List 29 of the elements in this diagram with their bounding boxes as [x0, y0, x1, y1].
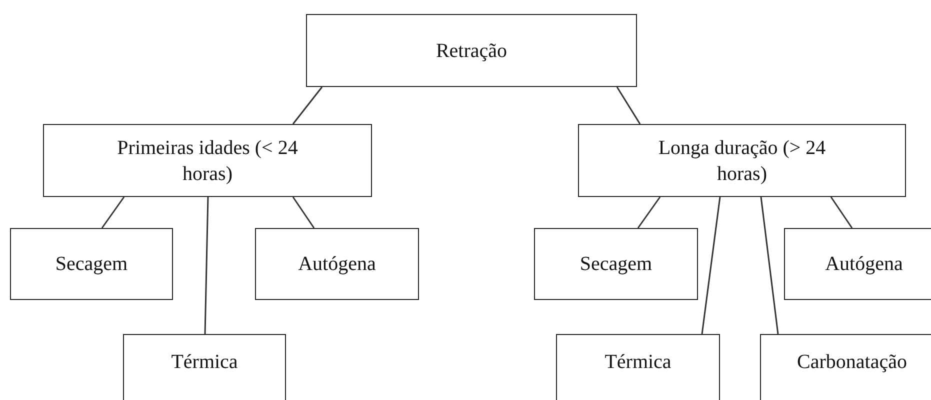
- connector-line: [701, 196, 721, 334]
- category-box: [43, 124, 372, 197]
- category-label: Térmica: [170, 350, 239, 375]
- connector-line: [830, 196, 853, 228]
- category-box: [306, 14, 637, 87]
- category-label: Longa duração (> 24 horas): [657, 136, 827, 186]
- category-box: [784, 228, 931, 300]
- category-label: Autógena: [297, 252, 377, 277]
- category-box: [534, 228, 698, 300]
- category-label: Autógena: [824, 252, 904, 277]
- category-box: [760, 334, 931, 400]
- category-label: Primeiras idades (< 24 horas): [116, 136, 299, 186]
- connector-line: [204, 196, 209, 334]
- category-label: Retração: [434, 38, 508, 64]
- category-label: Secagem: [54, 252, 129, 277]
- category-box: [255, 228, 419, 300]
- category-box: [123, 334, 286, 400]
- category-box: [556, 334, 720, 400]
- category-box: [10, 228, 173, 300]
- connector-line: [292, 86, 323, 124]
- connector-line: [760, 196, 779, 334]
- connector-line: [292, 196, 315, 228]
- connector-line: [616, 86, 641, 124]
- category-label: Térmica: [604, 350, 672, 375]
- category-label: Secagem: [578, 252, 654, 277]
- category-box: [578, 124, 906, 197]
- category-label: Carbonatação: [796, 350, 908, 375]
- connector-line: [101, 196, 125, 228]
- connector-line: [637, 196, 661, 228]
